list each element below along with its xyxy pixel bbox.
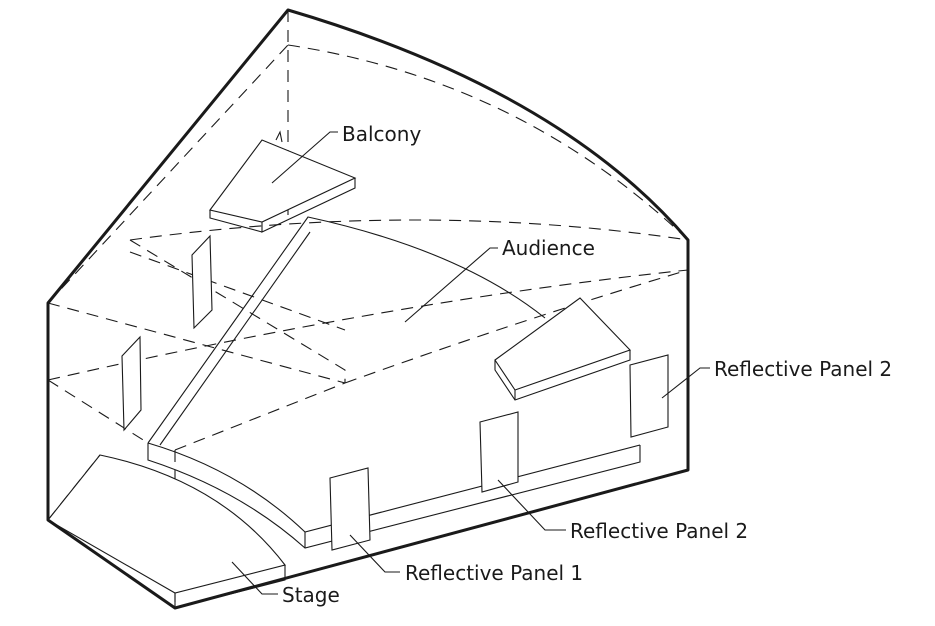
label-reflective-panel-1: Reflective Panel 1 bbox=[405, 561, 583, 585]
stage bbox=[47, 454, 286, 609]
label-reflective-panel-2: Reflective Panel 2 bbox=[570, 519, 748, 543]
balcony-left bbox=[209, 130, 357, 233]
label-audience: Audience bbox=[502, 236, 595, 260]
balcony-right bbox=[494, 297, 631, 401]
leader-lines bbox=[231, 131, 710, 595]
label-reflective-panel-2-right: Reflective Panel 2 bbox=[714, 357, 892, 381]
audience-floor bbox=[147, 216, 641, 549]
reflective-panels bbox=[329, 354, 669, 551]
outer-outline bbox=[46, 8, 690, 610]
wall-panels bbox=[121, 234, 213, 432]
label-stage: Stage bbox=[282, 583, 340, 607]
label-balcony: Balcony bbox=[342, 122, 421, 146]
